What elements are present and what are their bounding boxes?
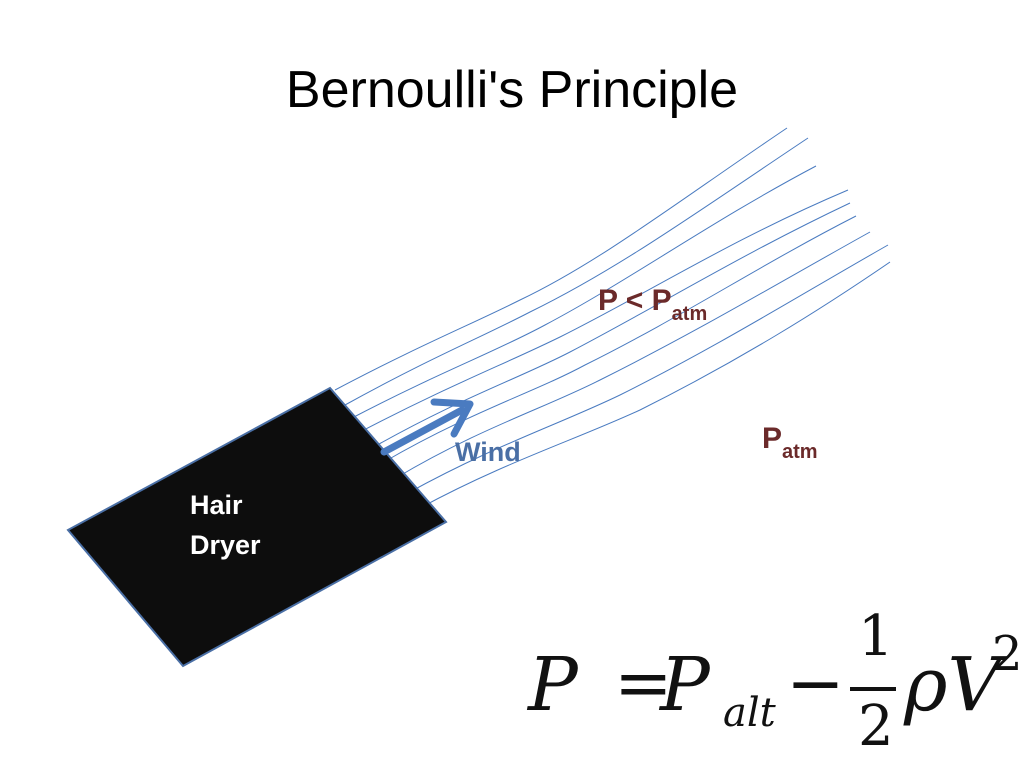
equation-exponent: 2 [992,626,1023,682]
streamline [395,231,871,479]
equation-rho-v: ρV [904,642,1001,728]
equation-minus: − [786,642,845,724]
streamline [351,165,817,419]
hair-dryer-label-line1: Hair [190,490,243,520]
atmospheric-pressure-label: Patm [762,422,818,463]
equation-equals: = [614,642,673,724]
streamline [407,244,889,494]
streamline [419,261,891,509]
wind-arrow [380,398,474,456]
equation-numerator: 1 [858,604,894,669]
atm-pressure-main: P [762,422,783,455]
equation-p: P [660,642,710,728]
low-pressure-label: P < Patm [598,284,707,325]
atm-pressure-subscript: atm [782,441,818,463]
equation-subscript: alt [723,690,776,736]
streamline [344,137,809,406]
hair-dryer-label: Hair Dryer [190,485,261,565]
low-pressure-subscript: atm [671,303,708,325]
streamline [371,202,851,449]
equation-denominator: 2 [858,694,894,759]
slide-title: Bernoulli's Principle [285,61,739,119]
bernoulli-equation: P = P alt − 1 2 ρV 2 [528,604,1024,768]
hair-dryer-label-line2: Dryer [190,530,261,560]
equation-lhs: P [528,642,578,728]
wind-label: Wind [455,437,521,467]
hair-dryer-body [66,386,448,668]
streamline [334,127,788,391]
equation-fraction-bar [850,687,896,691]
streamline [359,189,849,433]
low-pressure-main: P < P [598,284,672,317]
